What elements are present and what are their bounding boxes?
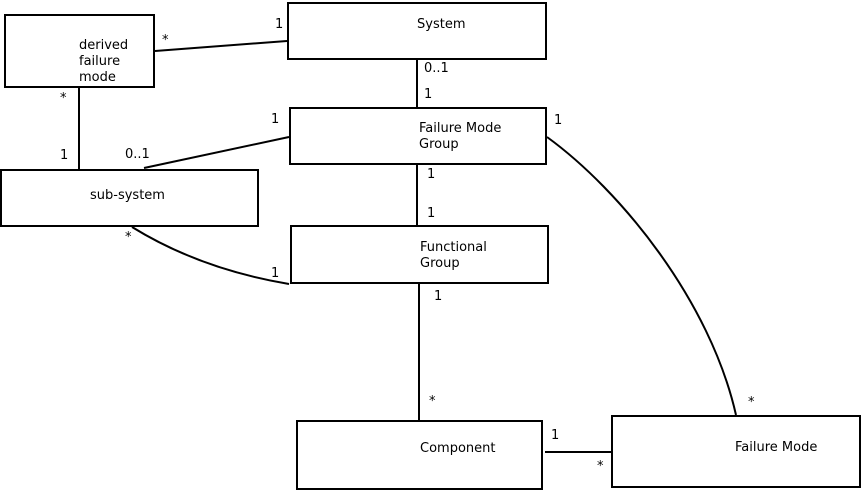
multiplicity-sub-system-failure-mode-group-near-sub-system: 0..1 (125, 147, 150, 162)
connector-sub-system-functional-group (131, 226, 290, 285)
multiplicity-derived-failure-mode-system-near-derived: * (162, 33, 169, 48)
entity-failure-mode: Failure Mode (611, 415, 861, 488)
multiplicity-failure-mode-group-functional-group-near-fmg: 1 (427, 167, 436, 182)
entity-derived-failure-mode: derived failure mode (4, 14, 155, 88)
multiplicity-failure-mode-group-functional-group-near-functional: 1 (427, 206, 436, 221)
multiplicity-functional-group-component-near-functional: 1 (434, 289, 443, 304)
multiplicity-system-failure-mode-group-near-group: 1 (424, 87, 433, 102)
multiplicity-derived-failure-mode-system-near-system: 1 (275, 17, 284, 32)
multiplicity-failure-mode-group-failure-mode-near-group: 1 (554, 113, 563, 128)
entity-failure-mode-group-label: Failure Mode Group (419, 121, 502, 152)
entity-component-label: Component (420, 441, 496, 456)
multiplicity-functional-group-component-near-component: * (429, 394, 436, 409)
entity-failure-mode-label: Failure Mode (735, 440, 818, 455)
multiplicity-derived-failure-mode-sub-system-near-derived: * (60, 91, 67, 106)
multiplicity-failure-mode-group-failure-mode-near-failure-mode: * (748, 395, 755, 410)
entity-sub-system: sub-system (0, 169, 259, 227)
multiplicity-system-failure-mode-group-near-system: 0..1 (424, 61, 449, 76)
multiplicity-component-failure-mode-near-component: 1 (551, 428, 560, 443)
multiplicity-sub-system-functional-group-near-functional: 1 (271, 266, 280, 281)
multiplicity-sub-system-functional-group-near-sub-system: * (125, 230, 132, 245)
multiplicity-derived-failure-mode-sub-system-near-sub-system: 1 (60, 148, 69, 163)
entity-derived-failure-mode-label: derived failure mode (79, 38, 129, 85)
entity-system-label: System (417, 17, 466, 32)
entity-sub-system-label: sub-system (90, 188, 165, 203)
connector-derived-failure-mode-system (154, 40, 288, 52)
multiplicity-sub-system-failure-mode-group-near-group: 1 (271, 112, 280, 127)
entity-functional-group: Functional Group (290, 225, 549, 284)
entity-functional-group-label: Functional Group (420, 240, 487, 271)
multiplicity-component-failure-mode-near-failure-mode: * (597, 459, 604, 474)
entity-component: Component (296, 420, 543, 490)
connector-sub-system-failure-mode-group (143, 136, 290, 169)
entity-system: System (287, 2, 547, 60)
entity-failure-mode-group: Failure Mode Group (289, 107, 547, 165)
connector-failure-mode-group-failure-mode (546, 136, 737, 416)
